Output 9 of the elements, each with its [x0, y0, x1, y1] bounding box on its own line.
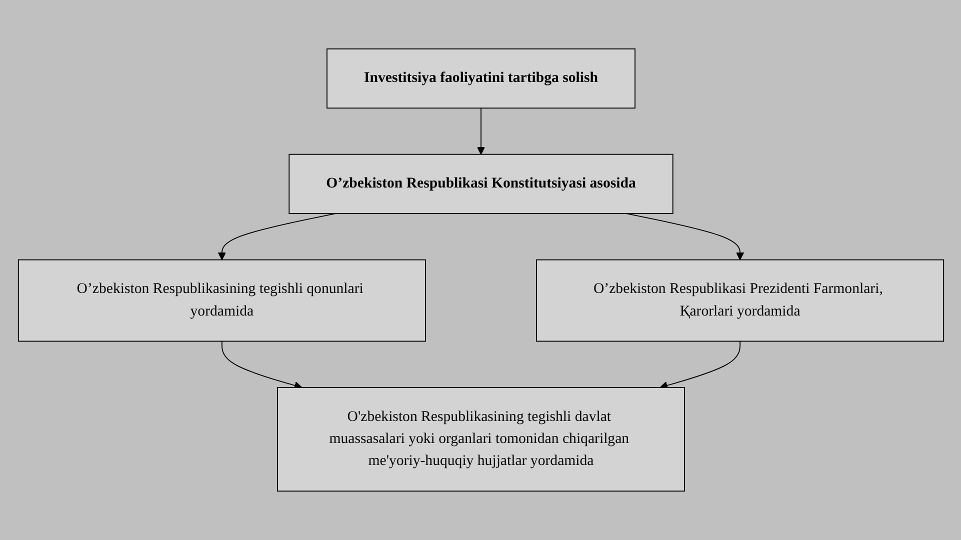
node-box: Investitsiya faoliyatini tartibga solish: [326, 48, 635, 109]
arrow: [217, 213, 336, 260]
arrow: [476, 108, 485, 155]
node-box: O’zbekiston Respublikasi Prezidenti Farmonlari, Қarorlari yordamida: [536, 259, 944, 342]
arrow: [220, 340, 302, 390]
arrow: [659, 340, 740, 390]
node-box: O’zbekiston Respublikasining tegishli qonunlari yordamida: [17, 259, 426, 342]
node-box: O'zbekiston Respublikasining tegishli davlat muassasalari yoki organlari tomonidan chiqarilgan me'yoriy-huquqiy hujjatlar yordamida: [276, 387, 684, 492]
node-box: O’zbekiston Respublikasi Konstitutsiyasi asosida: [288, 154, 673, 214]
